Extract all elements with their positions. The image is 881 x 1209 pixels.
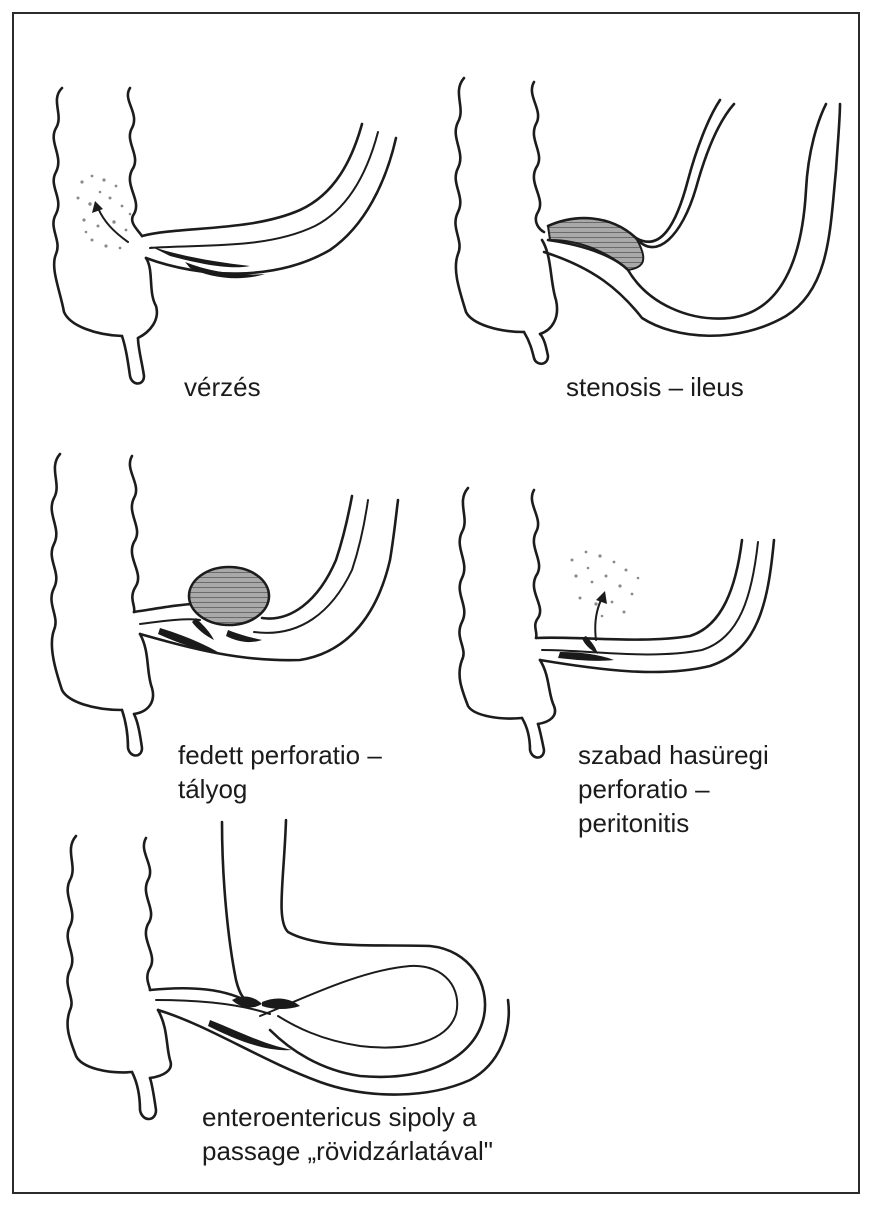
panel-free-perforation-drawing [458,486,776,759]
stenotic-segment [546,217,645,272]
perforation-arrow-head [596,591,607,604]
colon-wall-outer [458,486,524,720]
appendix [130,1070,158,1121]
panel-covered-perforation-drawing [50,452,400,757]
ileum-lower-wall [138,498,400,662]
colon-wall-lower [536,658,557,726]
appendix [120,334,146,385]
colon-wall-lower [538,238,559,336]
appendix [522,330,550,366]
appendix [120,708,144,757]
fistula-tract [150,246,250,268]
ileum-lower-wall [538,538,776,674]
caption-stenosis: stenosis – ileus [566,372,744,402]
colon-wall-inner [128,454,140,614]
panel-bleeding-drawing [52,86,398,385]
dilated-bowel [546,102,828,320]
blood-spray [76,174,132,250]
fistula-tract [262,998,300,1009]
dilated-bowel-outer [542,102,842,337]
fistula-tract [158,628,218,652]
bowel-loop-lumen [259,964,459,1049]
caption-entero-fistula: enteroentericus sipoly a passage „rövidz… [202,1102,494,1166]
fistula-tract [582,636,598,654]
caption-bleeding: vérzés [184,372,261,402]
fistula-tract [185,262,265,279]
ileum-upper-wall-2 [634,102,736,249]
ileum-lower-wall [144,136,398,275]
fistula-tract [226,630,262,643]
fistula-tract [232,996,262,1008]
ileum-lumen [155,999,271,1015]
fistula-tract [208,1020,292,1051]
ileum-lumen [149,131,379,249]
colon-wall-inner [126,86,144,238]
ileum-lumen [541,541,759,656]
colon-wall-outer [50,452,124,712]
ileum-upper-wall [140,122,364,238]
blood-arrow [97,207,129,243]
abscess [187,565,271,627]
colon-wall-inner [142,836,154,992]
figure-frame [12,12,860,1194]
colon-wall-lower [148,1008,173,1080]
colon-wall-lower [136,256,159,340]
colon-wall-lower [132,632,155,716]
appendix [520,716,546,759]
fistula-tract [558,652,614,661]
panel-entero-fistula-drawing [66,818,510,1121]
bowel-loop-right-wall [268,818,487,1079]
free-air-spray [570,550,640,618]
ileum-upper-wall [546,98,722,244]
blood-arrow-head [92,201,103,213]
ileum-lower-wall [156,998,510,1096]
panel-stenosis-drawing [454,76,842,366]
ileum-upper-wall [534,538,744,641]
colon-wall-inner [530,488,542,640]
bowel-loop-left-wall [220,820,254,1006]
colon-wall-outer [66,834,134,1074]
caption-covered-perforation: fedett perforatio – tályog [178,740,382,804]
colon-wall-outer [52,86,124,338]
colon-wall-inner [530,80,546,234]
colon-wall-outer [454,76,526,334]
fistula-tract [192,618,214,640]
caption-free-perforation: szabad hasüregi perforatio – peritonitis [578,740,769,838]
